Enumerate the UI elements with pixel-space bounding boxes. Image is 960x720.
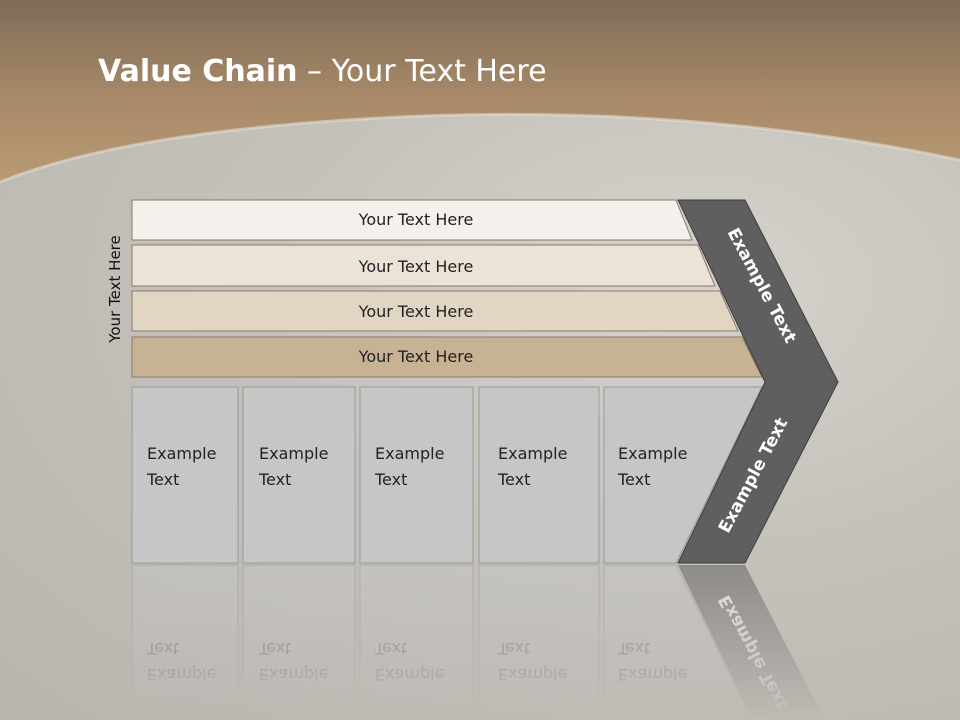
reflected-text: Example <box>498 665 567 684</box>
title-rest: – Your Text Here <box>297 54 547 89</box>
reflected-text: Example <box>375 665 444 684</box>
primary-box-line1: Example <box>259 444 328 463</box>
chevron-shape <box>677 199 839 564</box>
primary-box-shape <box>603 386 763 564</box>
primary-box-shape <box>359 386 474 564</box>
reflected-text: Text <box>374 639 407 658</box>
reflected-text: Text <box>497 639 530 658</box>
primary-box-line2: Text <box>258 470 291 489</box>
support-bar-label: Your Text Here <box>358 210 474 229</box>
title-bold: Value Chain <box>98 54 298 89</box>
primary-box-line1: Example <box>498 444 567 463</box>
primary-box-line2: Text <box>497 470 530 489</box>
primary-box-line2: Text <box>374 470 407 489</box>
reflected-text: Text <box>617 639 650 658</box>
support-bar-label: Your Text Here <box>358 347 474 366</box>
support-bar-label: Your Text Here <box>358 302 474 321</box>
reflected-text: Example <box>259 665 328 684</box>
reflected-text: Text <box>146 639 179 658</box>
reflected-text: Text <box>258 639 291 658</box>
support-bar-shape <box>131 244 716 287</box>
primary-box-shape <box>242 386 356 564</box>
diagram-reflection: Example Text Example Text Example Text E… <box>131 564 825 720</box>
primary-box-shape <box>131 386 239 564</box>
slide-title: Value Chain – Your Text Here <box>98 54 547 89</box>
support-bar-shape <box>131 290 739 332</box>
support-activities: Your Text Here Your Text Here Your Text … <box>131 199 763 378</box>
primary-box-line1: Example <box>375 444 444 463</box>
reflected-text: Example <box>147 665 216 684</box>
support-bar-4: Your Text Here <box>131 336 763 378</box>
support-bar-shape <box>131 336 763 378</box>
primary-box-line1: Example <box>147 444 216 463</box>
primary-box-line1: Example <box>618 444 687 463</box>
reflected-text: Example <box>618 665 687 684</box>
primary-box-shape <box>478 386 600 564</box>
support-bar-2: Your Text Here <box>131 244 716 287</box>
support-bar-label: Your Text Here <box>358 257 474 276</box>
support-bar-3: Your Text Here <box>131 290 739 332</box>
support-bar-1: Your Text Here <box>131 199 693 241</box>
primary-box-line2: Text <box>146 470 179 489</box>
header-band <box>0 0 960 184</box>
support-bar-shape <box>131 199 693 241</box>
primary-box-line2: Text <box>617 470 650 489</box>
